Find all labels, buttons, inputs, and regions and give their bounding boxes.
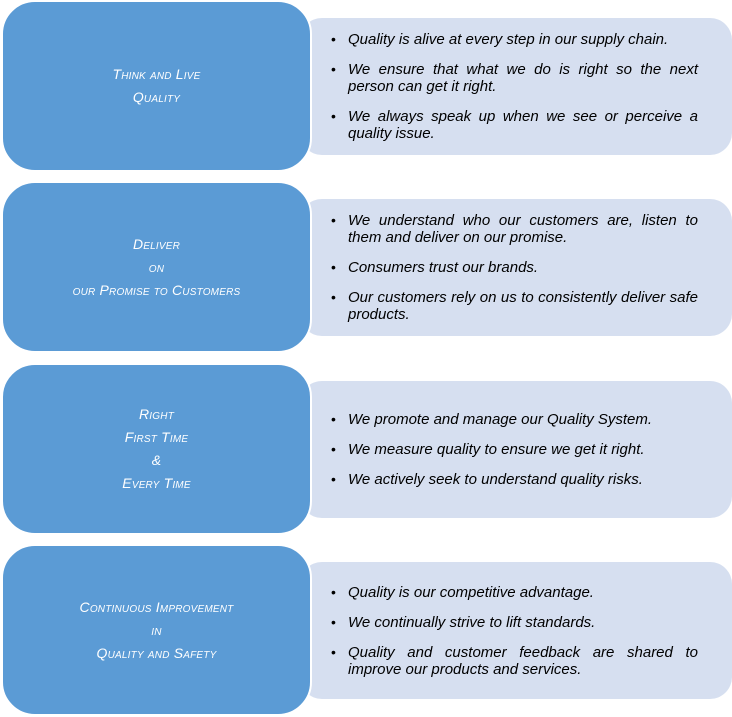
statement-item: • Our customers rely on us to consistentl… [331,289,698,323]
quality-row-continuous-improvement: • Quality is our competitive advantage. •… [0,544,732,716]
statement-item: • We promote and manage our Quality Syste… [331,411,698,428]
statement-item: • We continually strive to lift standards… [331,613,698,631]
principle-label-line: Continuous Improvement [79,598,234,615]
statement-item: • We ensure that what we do is right so t… [331,61,698,95]
principle-label-line: Think and Live [112,66,201,82]
principle-label-line: First Time [124,429,189,445]
statement-panel: • We promote and manage our Quality Syste… [300,381,732,518]
principle-label-line: on [148,258,165,275]
statement-text: We understand who our customers are, lis… [348,212,698,246]
statement-text: Quality is alive at every step in our su… [348,31,669,48]
statement-text: Our customers rely on us to consistently… [348,289,698,323]
statement-panel: • We understand who our customers are, li… [300,199,732,336]
statement-text: We measure quality to ensure we get it r… [348,441,645,458]
statement-item: • We measure quality to ensure we get it … [331,441,698,458]
statement-text: We continually strive to lift standards. [348,613,596,631]
statement-text: We ensure that what we do is right so th… [348,61,698,95]
bullet-dot-icon: • [331,108,336,124]
principle-label-box: Deliver on our Promise to Customers [1,181,312,353]
statement-text: Quality is our competitive advantage. [348,583,594,601]
statement-item: • We actively seek to understand quality … [331,471,698,488]
statement-list: • Quality is our competitive advantage. •… [331,583,698,678]
statement-item: • Quality is our competitive advantage. [331,583,698,601]
principle-label-line: in [151,621,162,638]
statement-text: Quality and customer feedback are shared… [348,643,698,678]
statement-list: • We understand who our customers are, li… [331,212,698,323]
statement-item: • We always speak up when we see or perce… [331,108,698,142]
bullet-dot-icon: • [331,613,336,630]
quality-row-think-and-live: • Quality is alive at every step in our s… [0,0,732,172]
statement-text: Consumers trust our brands. [348,259,539,276]
statement-item: • Consumers trust our brands. [331,259,698,276]
statement-list: • Quality is alive at every step in our s… [331,31,698,142]
bullet-dot-icon: • [331,411,336,427]
quality-row-deliver-promise: • We understand who our customers are, li… [0,181,732,353]
statement-item: • Quality and customer feedback are share… [331,643,698,678]
principle-label-box: Think and Live Quality [1,0,312,172]
principle-label-line: Right [139,406,174,422]
statement-item: • We understand who our customers are, li… [331,212,698,246]
principle-label-line: our Promise to Customers [72,281,241,298]
principle-label-line: Quality and Safety [96,644,217,661]
bullet-dot-icon: • [331,471,336,487]
bullet-dot-icon: • [331,259,336,275]
bullet-dot-icon: • [331,212,336,228]
bullet-dot-icon: • [331,31,336,47]
principle-label-box: Continuous Improvement in Quality and Sa… [1,544,312,716]
statement-text: We promote and manage our Quality System… [348,411,653,428]
bullet-dot-icon: • [331,289,336,305]
principle-label-line: Deliver [132,235,181,252]
bullet-dot-icon: • [331,583,336,600]
principle-label-line: Every Time [122,475,191,491]
bullet-dot-icon: • [331,61,336,77]
statement-panel: • Quality is our competitive advantage. •… [300,562,732,699]
statement-item: • Quality is alive at every step in our s… [331,31,698,48]
principle-label-line: & [151,452,162,468]
bullet-dot-icon: • [331,643,336,660]
bullet-dot-icon: • [331,441,336,457]
principle-label-box: Right First Time & Every Time [1,363,312,535]
principle-label-line: Quality [132,89,181,105]
quality-row-right-first-time: • We promote and manage our Quality Syste… [0,363,732,535]
statement-text: We actively seek to understand quality r… [348,471,643,488]
statement-panel: • Quality is alive at every step in our s… [300,18,732,155]
statement-list: • We promote and manage our Quality Syste… [331,411,698,488]
statement-text: We always speak up when we see or percei… [348,108,698,142]
